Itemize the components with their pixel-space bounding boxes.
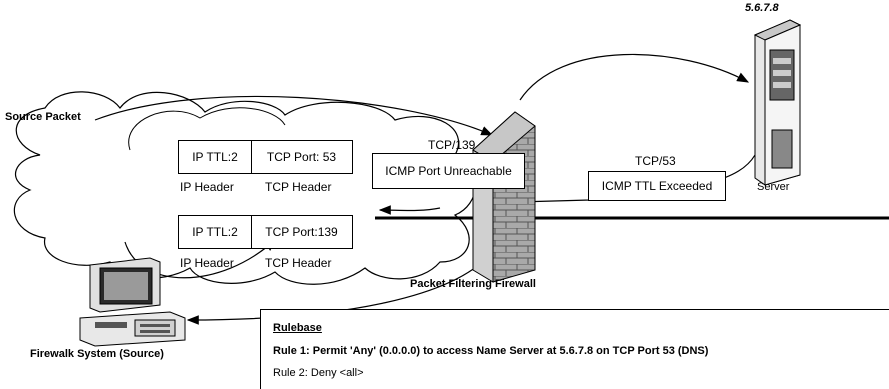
packet2-ip-header-label: IP Header <box>180 256 234 270</box>
arrow-port-unreachable <box>378 205 441 215</box>
packet2-box: IP TTL:2 TCP Port:139 <box>178 215 353 249</box>
rulebase-title: Rulebase <box>273 322 322 334</box>
icmp-ttl-exceeded-box: ICMP TTL Exceeded <box>588 171 726 201</box>
source-packet-label: Source Packet <box>5 111 81 123</box>
arrow-to-firewalk <box>124 239 276 279</box>
tcp53-label: TCP/53 <box>635 154 676 168</box>
packet2-tcp-header-label: TCP Header <box>265 256 332 270</box>
arrow-over-firewall <box>519 53 750 101</box>
firewalk-system-label: Firewalk System (Source) <box>30 348 164 360</box>
packet1-tcp-header-label: TCP Header <box>265 180 332 194</box>
packet1-box: IP TTL:2 TCP Port: 53 <box>178 140 353 174</box>
packet2-ip-field: IP TTL:2 <box>179 216 252 248</box>
arrow-to-firewall <box>94 95 494 136</box>
rulebase-rule-2: Rule 2: Deny <all> <box>273 367 364 379</box>
server-ip-label: 5.6.7.8 <box>745 2 779 14</box>
tcp139-label: TCP/139 <box>428 138 476 152</box>
cloud-inner-curve <box>128 107 286 151</box>
firewall-icon <box>472 111 536 283</box>
server-icon <box>753 19 802 186</box>
icmp-port-unreachable-box: ICMP Port Unreachable <box>372 153 525 189</box>
firewalk-computer-icon <box>79 257 186 347</box>
source-packet-cloud <box>13 91 477 285</box>
rulebase-panel: Rulebase Rule 1: Permit 'Any' (0.0.0.0) … <box>260 309 889 389</box>
packet2-tcp-field: TCP Port:139 <box>265 225 338 239</box>
packet1-ip-field: IP TTL:2 <box>179 141 252 173</box>
firewall-label: Packet Filtering Firewall <box>410 278 536 290</box>
packet1-tcp-field: TCP Port: 53 <box>266 150 337 164</box>
server-label: Server <box>757 181 790 193</box>
packet1-ip-header-label: IP Header <box>180 180 234 194</box>
rulebase-rule-1: Rule 1: Permit 'Any' (0.0.0.0) to access… <box>273 345 709 357</box>
